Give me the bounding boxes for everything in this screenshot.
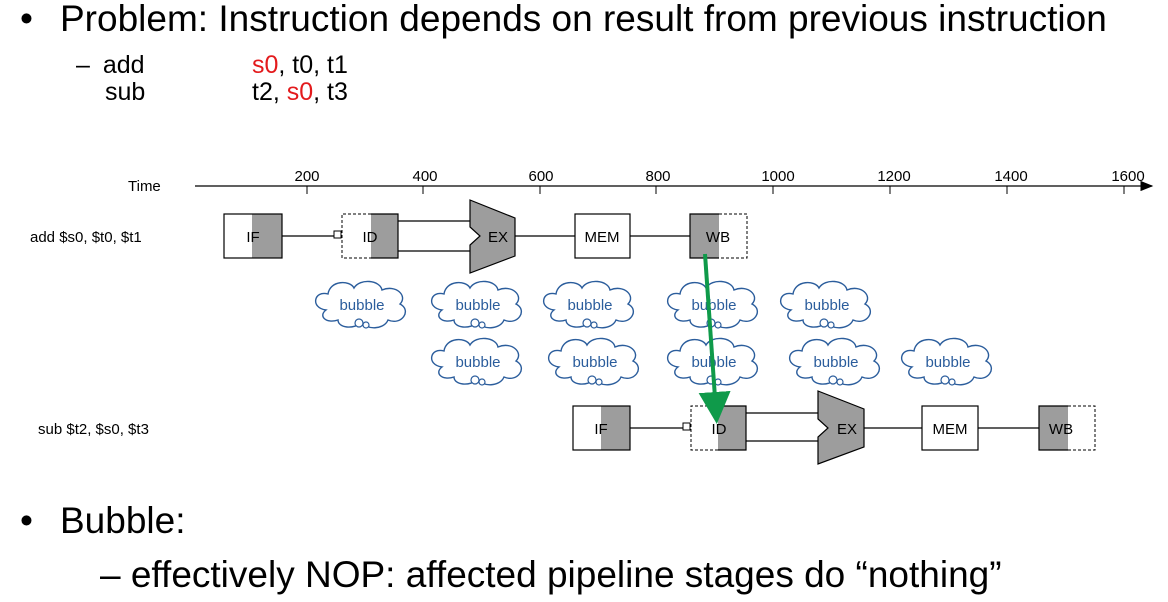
bubble: bubble — [315, 280, 406, 329]
stage-label: ID — [712, 421, 727, 438]
stage-if-sub: IF — [572, 405, 631, 451]
instruction-label-sub: sub $t2, $s0, $t3 — [38, 421, 149, 438]
bubble-label: bubble — [455, 354, 500, 371]
bullet-problem-text: Problem: Instruction depends on result f… — [60, 0, 1107, 39]
stage-wb-add: WB — [689, 213, 748, 259]
tick-label: 600 — [528, 168, 553, 185]
code-args-add: s0, t0, t1 — [252, 51, 348, 79]
bullet-bubble-text: Bubble: — [60, 500, 186, 541]
bullet-problem: •Problem: Instruction depends on result … — [20, 0, 1107, 39]
tick-label: 1400 — [994, 168, 1027, 185]
stage-label: IF — [594, 421, 607, 438]
instruction-label-add: add $s0, $t0, $t1 — [30, 229, 142, 246]
bubble-group: bubble bubble bubble bubble bubble bubble bubb… — [315, 280, 992, 386]
tick-label: 1000 — [761, 168, 794, 185]
code-op-sub: sub — [105, 78, 146, 106]
time-axis-ticks — [306, 186, 1125, 194]
tick-label: 400 — [412, 168, 437, 185]
bubble: bubble — [431, 337, 522, 386]
bubble-label: bubble — [691, 297, 736, 314]
stage-mem-sub: MEM — [921, 405, 979, 451]
time-axis-label: Time — [128, 178, 161, 195]
tick-label: 200 — [294, 168, 319, 185]
bullet-bubble: •Bubble: — [20, 500, 186, 541]
stage-label: WB — [706, 229, 730, 246]
bubble: bubble — [431, 280, 522, 329]
code-args-sub: t2, s0, t3 — [252, 78, 348, 106]
dependency-arrow — [698, 253, 731, 424]
bubble-label: bubble — [339, 297, 384, 314]
bubble: bubble — [548, 337, 639, 386]
stage-label: MEM — [585, 229, 620, 246]
stage-label: EX — [488, 229, 508, 246]
tick-label: 1600 — [1111, 168, 1144, 185]
stage-id-sub: ID — [690, 405, 747, 451]
tick-label: 1200 — [877, 168, 910, 185]
bubble-label: bubble — [572, 354, 617, 371]
stage-label: WB — [1049, 421, 1073, 438]
bubble: bubble — [667, 280, 758, 329]
bubble: bubble — [789, 337, 880, 386]
code-dest-s0: s0 — [252, 51, 279, 79]
code-line-add: – add — [76, 51, 145, 79]
stage-id-add: ID — [341, 213, 399, 259]
bubble-label: bubble — [804, 297, 849, 314]
bubble: bubble — [901, 337, 992, 386]
stage-label: EX — [837, 421, 857, 438]
bubble-label: bubble — [567, 297, 612, 314]
bubble: bubble — [780, 280, 871, 329]
code-op-add: add — [102, 51, 145, 79]
stage-ex-sub: EX — [817, 390, 865, 465]
bubble-label: bubble — [455, 297, 500, 314]
stage-label: IF — [246, 229, 259, 246]
stage-label: MEM — [933, 421, 968, 438]
code-src-s0: s0 — [286, 78, 314, 106]
stage-mem-add: MEM — [574, 213, 631, 259]
bubble-label: bubble — [813, 354, 858, 371]
tick-label: 800 — [645, 168, 670, 185]
sub-bullet-nop: – effectively NOP: affected pipeline sta… — [100, 554, 1002, 595]
bubble-label: bubble — [925, 354, 970, 371]
bubble: bubble — [543, 280, 634, 329]
stage-ex-add: EX — [469, 199, 516, 274]
stage-if-add: IF — [223, 213, 283, 259]
stage-label: ID — [363, 229, 378, 246]
stage-wb-sub: WB — [1038, 405, 1096, 451]
